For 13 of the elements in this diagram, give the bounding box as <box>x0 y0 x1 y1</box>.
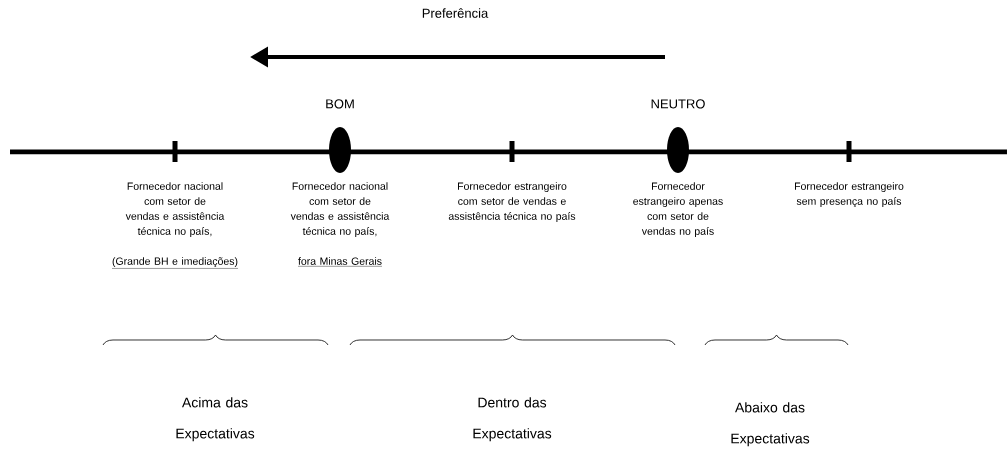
underlined-text: fora Minas Gerais <box>297 257 383 267</box>
description-text: Fornecedor nacional com setor de vendas e assistência técnica no país, <box>125 182 225 237</box>
marker-label: NEUTRO <box>651 99 705 109</box>
marker-label: BOM <box>326 99 354 109</box>
heading: Preferência <box>422 8 489 18</box>
group-label: Dentro das Expectativas <box>473 397 552 442</box>
description-text: Fornecedor nacional com setor de vendas e assistência técnica no país, <box>290 182 390 237</box>
group-label: Abaixo das Expectativas <box>731 402 810 447</box>
underlined-text: (Grande BH e imediações) <box>111 257 239 269</box>
description-text: Fornecedor estrangeiro apenas com setor de vendas no país <box>633 182 723 237</box>
description-text: Fornecedor estrangeiro sem presença no país <box>795 182 904 208</box>
group-label: Acima das Expectativas <box>176 397 255 442</box>
description-text: Fornecedor estrangeiro com setor de vendas e assistência técnica no país <box>448 182 576 222</box>
